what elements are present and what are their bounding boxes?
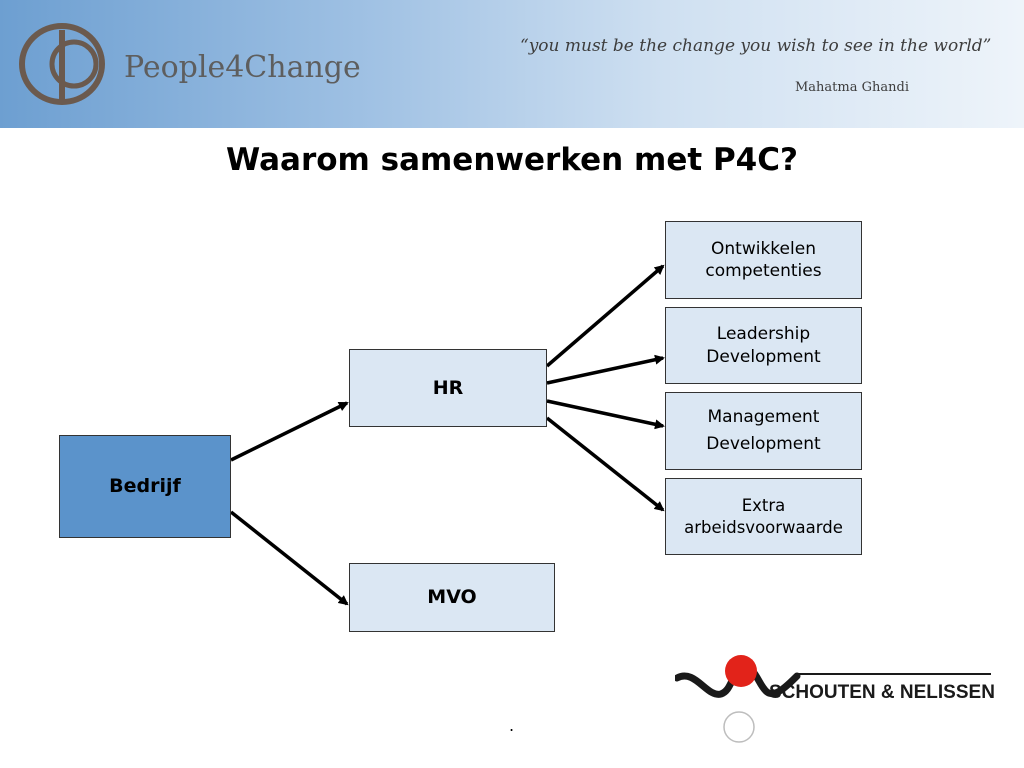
node-mvo: MVO	[349, 563, 555, 632]
footer-dot: .	[509, 716, 515, 735]
node-ontwikkelen-line1: Ontwikkelen	[711, 238, 816, 259]
node-extra-line2: arbeidsvoorwaarde	[684, 517, 843, 537]
node-extra-line1: Extra	[741, 496, 786, 516]
node-leadership-line2: Development	[706, 346, 821, 367]
arrow-hr-management	[546, 399, 665, 430]
quote-author: Mahatma Ghandi	[795, 80, 909, 95]
arrow-bedrijf-mvo	[229, 510, 349, 606]
arrow-hr-leadership	[546, 354, 665, 385]
node-management-line2: Development	[706, 434, 821, 454]
arrow-hr-ontwikkelen	[545, 264, 665, 368]
partner-name: SCHOUTEN & NELISSEN	[769, 682, 995, 703]
arrow-bedrijf-hr	[230, 401, 349, 462]
node-hr: HR	[349, 349, 547, 427]
node-management-development: Management Development	[665, 392, 862, 470]
node-ontwikkelen-competenties: Ontwikkelen competenties	[665, 221, 862, 299]
people4change-logo-icon	[19, 23, 105, 105]
brand-name: People4Change	[124, 50, 361, 85]
arrow-hr-extra	[545, 416, 665, 512]
node-hr-label: HR	[432, 376, 464, 399]
node-management-line1: Management	[707, 406, 820, 427]
header-banner: People4Change “you must be the change yo…	[0, 0, 1024, 128]
node-bedrijf: Bedrijf	[59, 435, 231, 538]
node-leadership-development: Leadership Development	[665, 307, 862, 384]
node-extra-arbeidsvoorwaarde: Extra arbeidsvoorwaarde	[665, 478, 862, 555]
node-mvo-label: MVO	[427, 586, 477, 609]
node-ontwikkelen-line2: competenties	[705, 261, 822, 281]
node-bedrijf-label: Bedrijf	[109, 475, 181, 498]
schouten-nelissen-logo-icon: SCHOUTEN & NELISSEN	[675, 655, 995, 743]
slide-title: Waarom samenwerken met P4C?	[226, 142, 798, 178]
header-quote: “you must be the change you wish to see …	[520, 36, 992, 56]
node-leadership-line1: Leadership	[716, 324, 811, 345]
